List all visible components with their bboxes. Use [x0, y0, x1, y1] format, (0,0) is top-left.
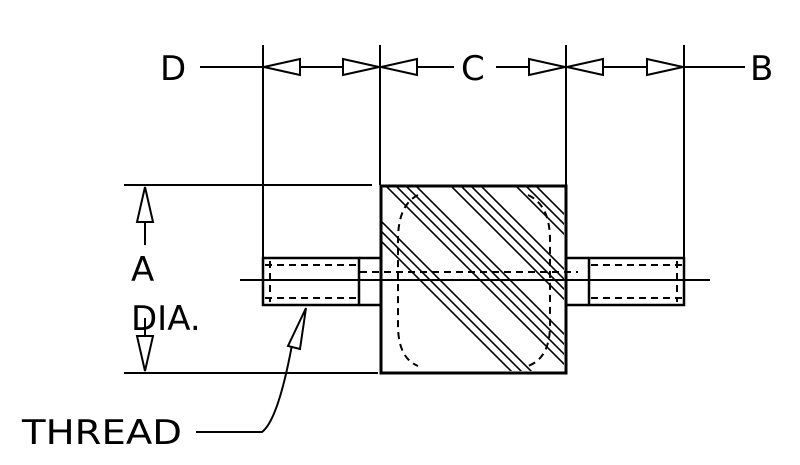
- right-threaded-stud: [566, 256, 686, 307]
- arrow-b-right: [646, 57, 684, 77]
- diameter-dimension: [135, 186, 155, 372]
- arrow-d-left: [263, 57, 301, 77]
- arrow-dia-bottom: [135, 335, 155, 372]
- label-d: D: [160, 49, 186, 89]
- thread-leader: [196, 307, 307, 433]
- extension-lines: [124, 45, 685, 374]
- arrow-dia-top: [135, 186, 155, 223]
- label-thread: THREAD: [21, 413, 182, 453]
- arrow-b-left: [566, 57, 604, 77]
- body-hatching: [382, 187, 564, 371]
- label-b: B: [750, 49, 773, 89]
- label-dia: DIA.: [131, 299, 201, 339]
- arrow-thread: [286, 307, 307, 351]
- rubber-body: [360, 184, 578, 375]
- arrow-c-left: [380, 57, 418, 77]
- label-a: A: [131, 250, 154, 290]
- left-threaded-stud: [261, 256, 380, 307]
- arrow-d-right: [342, 57, 380, 77]
- top-dimension-line: [200, 57, 745, 77]
- label-c: C: [461, 49, 485, 89]
- arrow-c-right: [528, 57, 566, 77]
